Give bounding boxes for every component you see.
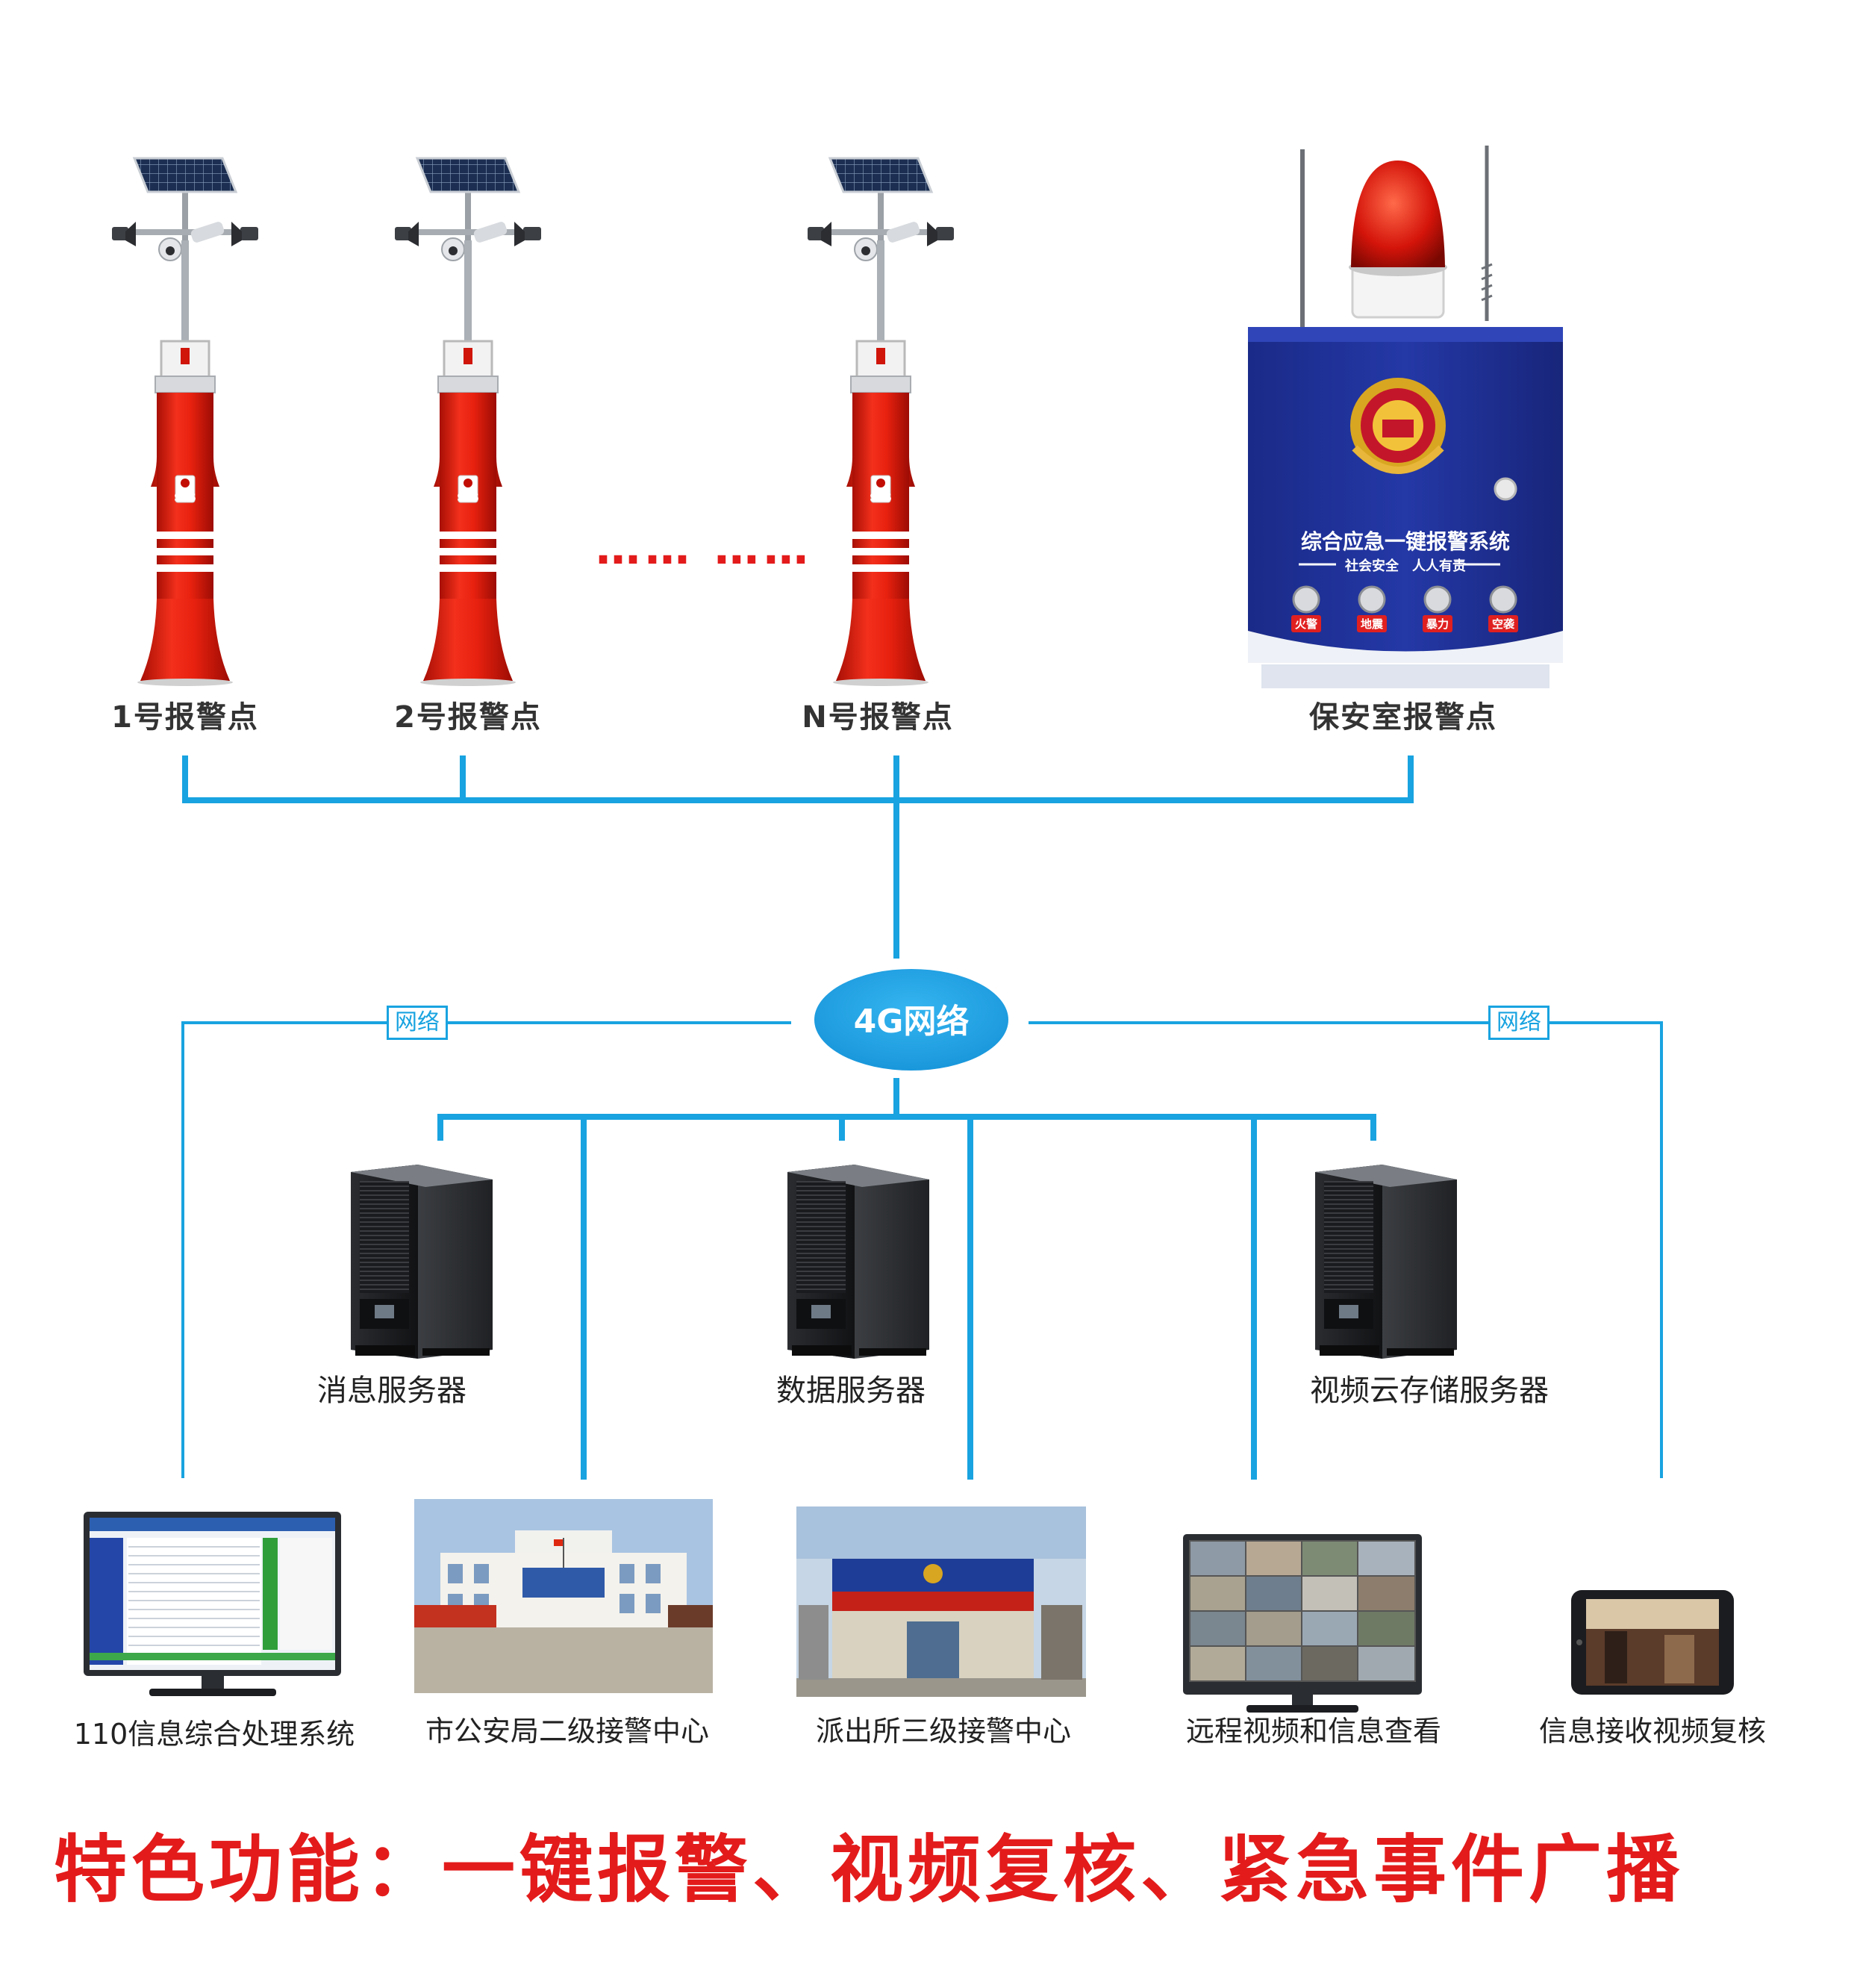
endpoint-110-monitor [84, 1512, 341, 1696]
endpoint-video-wall-monitor [1183, 1534, 1422, 1713]
fire-button-label: 火警 [1291, 615, 1322, 632]
endpoint-110-label: 110信息综合处理系统 [73, 1718, 355, 1751]
endpoint-city-police-photo [414, 1499, 713, 1693]
endpoint-remote-view-label: 远程视频和信息查看 [1185, 1715, 1442, 1748]
alarm-pole-2 [395, 158, 541, 686]
sos-label-1: SOS [174, 493, 196, 504]
video-storage-server-label: 视频云存储服务器 [1310, 1374, 1549, 1408]
device-panel-title: 综合应急一键报警系统 [1300, 529, 1511, 554]
data-server-graphic [787, 1165, 929, 1359]
data-server-label: 数据服务器 [776, 1374, 926, 1408]
alarm-point-n-label: N号报警点 [802, 700, 954, 735]
sos-label-2: SOS [457, 493, 479, 504]
endpoint-tablet [1571, 1590, 1734, 1695]
video-server-graphic [1315, 1165, 1457, 1359]
more-points-ellipsis: …… …… [596, 523, 813, 575]
message-server-graphic [351, 1165, 493, 1359]
endpoint-city-police-label: 市公安局二级接警中心 [425, 1715, 710, 1748]
connection-lines [182, 755, 1414, 1141]
alarm-point-2-label: 2号报警点 [394, 700, 542, 735]
network-cloud [814, 969, 1008, 1071]
earthquake-button-label: 地震 [1356, 615, 1388, 632]
guard-room-label: 保安室报警点 [1309, 700, 1497, 735]
network-4g-label: 4G网络 [853, 1003, 970, 1041]
panic-buttons [1292, 585, 1517, 614]
feature-slogan: 特色功能：一键报警、视频复核、紧急事件广播 [54, 1827, 1685, 1913]
message-server-label: 消息服务器 [317, 1374, 466, 1408]
network-tag-right: 网络 [1488, 1006, 1550, 1040]
network-tag-left: 网络 [387, 1006, 448, 1040]
branch-lines [581, 1117, 1257, 1480]
endpoint-station-label: 派出所三级接警中心 [815, 1715, 1072, 1748]
endpoint-review-label: 信息接收视频复核 [1538, 1715, 1767, 1748]
air-raid-button-label: 空袭 [1488, 615, 1519, 632]
sos-label-n: SOS [870, 493, 892, 504]
device-panel-subtitle: 社会安全 人人有责 [1345, 558, 1466, 574]
connection-lines-thin [181, 1021, 1663, 1478]
alarm-pole-n [808, 158, 954, 686]
guard-room-device [1248, 146, 1563, 688]
alarm-pole-1 [112, 158, 258, 686]
violence-button-label: 暴力 [1422, 615, 1453, 632]
alarm-point-1-label: 1号报警点 [111, 700, 259, 735]
endpoint-station-photo [796, 1506, 1086, 1697]
